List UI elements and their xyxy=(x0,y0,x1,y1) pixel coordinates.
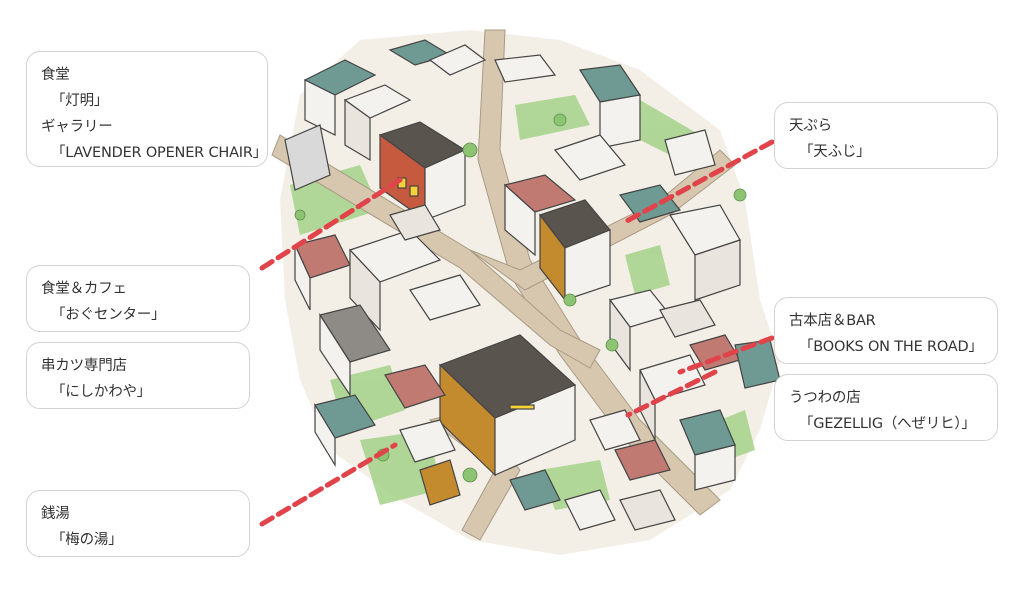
label-name: 「LAVENDER OPENER CHAIR」 xyxy=(51,145,268,161)
label-umenoyu: 銭湯 「梅の湯」 xyxy=(26,490,250,557)
leader-line-utsuwa xyxy=(625,369,718,418)
label-name: 「天ふじ」 xyxy=(799,144,871,160)
label-type: 銭湯 xyxy=(41,506,70,522)
label-type: ギャラリー xyxy=(41,119,113,135)
label-name: 「おぐセンター」 xyxy=(51,307,166,323)
label-name: 「GEZELLIG（へぜリヒ）」 xyxy=(799,416,976,432)
leader-line-books xyxy=(677,335,775,375)
leader-line-sento xyxy=(259,442,398,527)
label-name: 「灯明」 xyxy=(51,93,109,109)
label-type: うつわの店 xyxy=(789,390,861,406)
label-type: 串カツ専門店 xyxy=(41,358,127,374)
label-books-on-the-road: 古本店＆BAR 「BOOKS ON THE ROAD」 xyxy=(774,297,998,364)
label-name: 「BOOKS ON THE ROAD」 xyxy=(799,339,983,355)
label-nishikawaya: 串カツ専門店 「にしかわや」 xyxy=(26,342,250,409)
leader-lines xyxy=(259,139,775,527)
label-type: 食堂＆カフェ xyxy=(41,281,127,297)
label-type: 古本店＆BAR xyxy=(789,313,876,329)
leader-line-teishoku xyxy=(259,177,403,271)
label-name: 「にしかわや」 xyxy=(51,384,152,400)
buildings xyxy=(284,39,781,531)
label-type: 天ぷら xyxy=(789,118,832,134)
leader-line-tempura xyxy=(622,139,775,225)
label-name: 「梅の湯」 xyxy=(51,532,123,548)
label-gezellig: うつわの店 「GEZELLIG（へぜリヒ）」 xyxy=(774,374,998,441)
label-tempura: 天ぷら 「天ふじ」 xyxy=(774,102,998,169)
label-teishoku-gallery: 食堂 「灯明」 ギャラリー 「LAVENDER OPENER CHAIR」 xyxy=(26,51,268,167)
trees xyxy=(294,113,747,483)
label-ogu-center: 食堂＆カフェ 「おぐセンター」 xyxy=(26,265,250,332)
label-type: 食堂 xyxy=(41,67,70,83)
